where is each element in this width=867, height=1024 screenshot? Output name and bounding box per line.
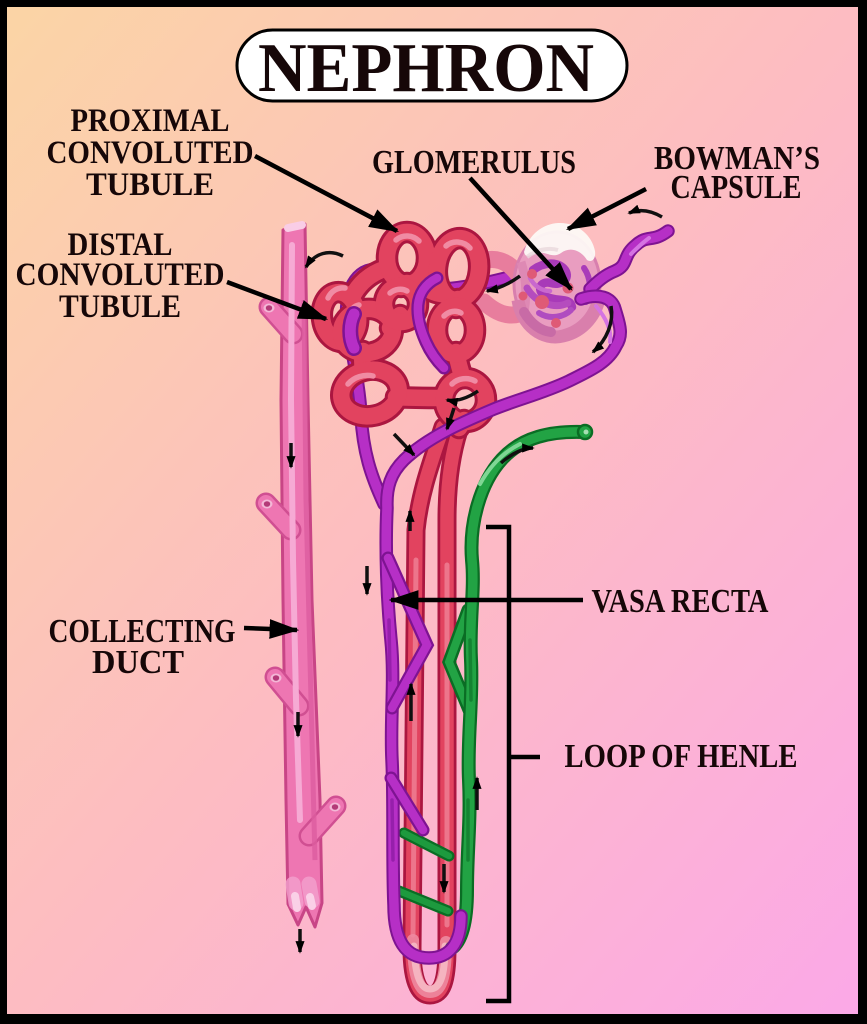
svg-text:TUBULE: TUBULE xyxy=(86,167,214,203)
svg-text:PROXIMAL: PROXIMAL xyxy=(71,103,230,139)
svg-text:CAPSULE: CAPSULE xyxy=(671,169,802,206)
svg-text:CONVOLUTED: CONVOLUTED xyxy=(16,257,225,293)
svg-text:DISTAL: DISTAL xyxy=(68,227,173,263)
svg-text:VASA RECTA: VASA RECTA xyxy=(592,583,769,620)
svg-text:LOOP OF HENLE: LOOP OF HENLE xyxy=(565,738,798,775)
svg-text:TUBULE: TUBULE xyxy=(59,289,181,325)
svg-text:CONVOLUTED: CONVOLUTED xyxy=(47,135,254,171)
svg-text:DUCT: DUCT xyxy=(92,644,184,681)
svg-text:BOWMAN’S: BOWMAN’S xyxy=(654,140,820,177)
svg-text:COLLECTING: COLLECTING xyxy=(49,613,236,650)
svg-text:NEPHRON: NEPHRON xyxy=(258,30,594,107)
svg-text:GLOMERULUS: GLOMERULUS xyxy=(372,144,576,181)
